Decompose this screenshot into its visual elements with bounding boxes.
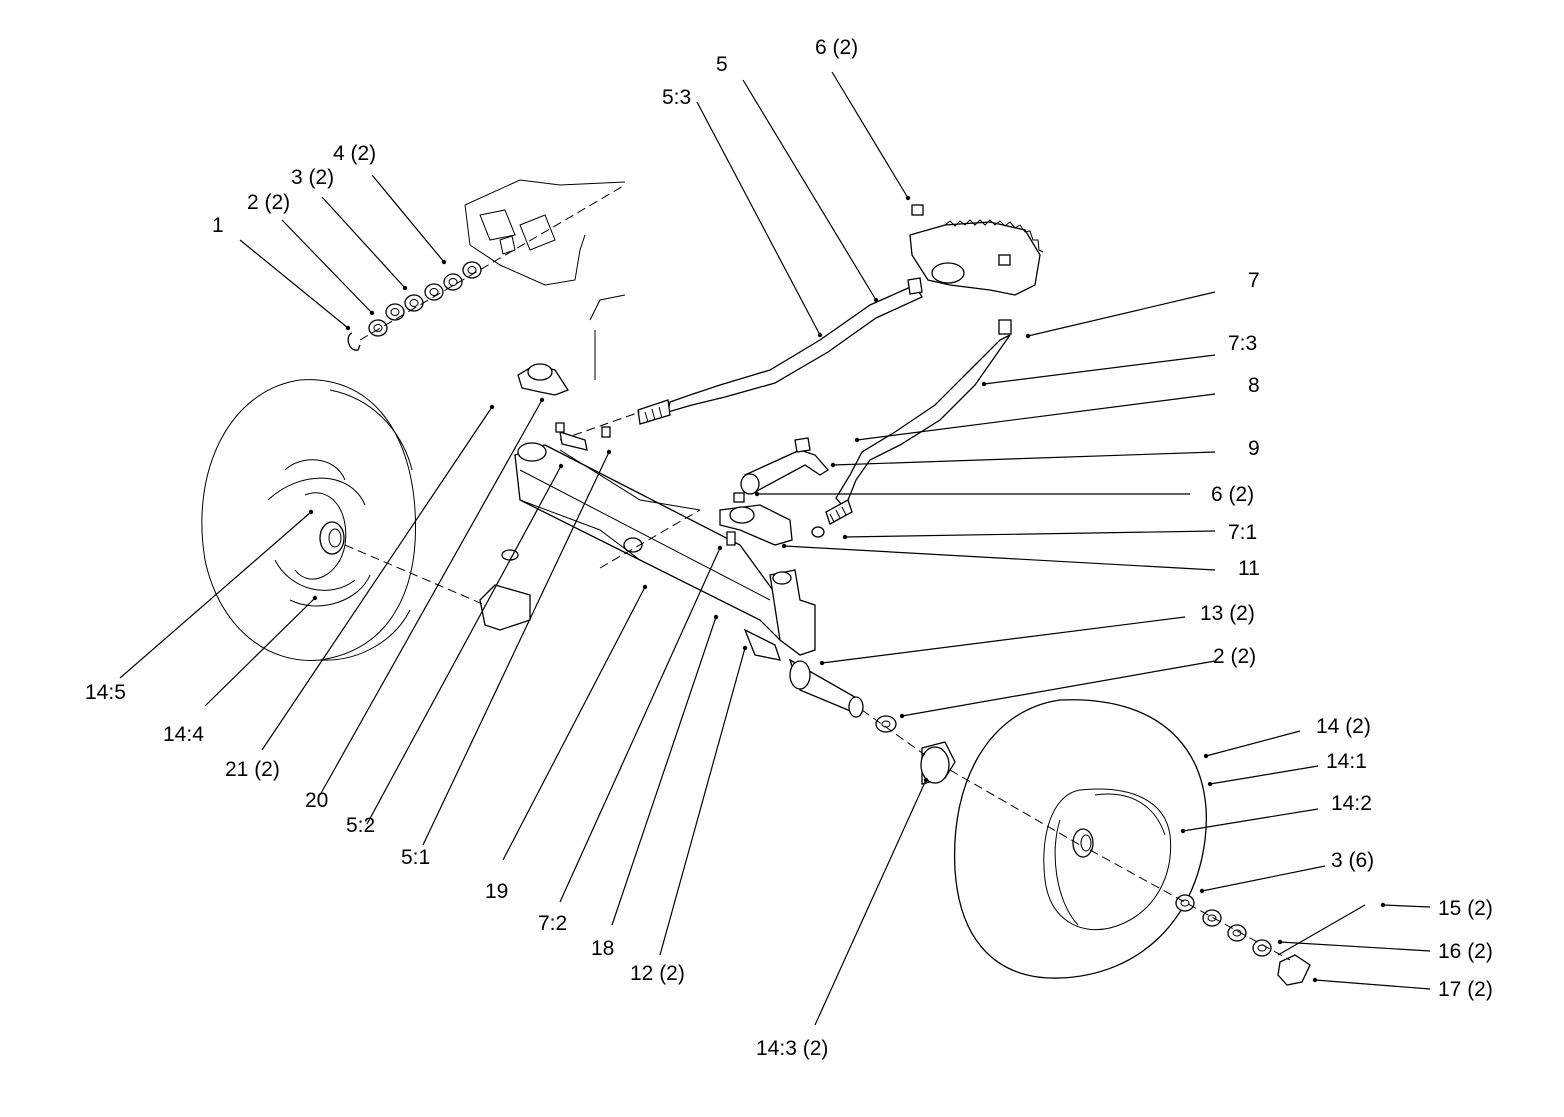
callout-6-top: 6 (2) — [815, 36, 858, 59]
callout-20: 20 — [305, 789, 328, 812]
right-hub-parts — [875, 715, 1311, 986]
callout-7: 7 — [1248, 269, 1260, 292]
centerlines — [344, 184, 1291, 961]
callout-14-5: 14:5 — [85, 681, 126, 704]
leader-lines — [119, 71, 1431, 1026]
callout-labels: 1 2 (2) 3 (2) 4 (2) 5:3 5 6 (2) 7 7:3 8 … — [85, 36, 1493, 1060]
callout-3-6: 3 (6) — [1331, 849, 1374, 872]
callout-5-1: 5:1 — [401, 846, 430, 869]
callout-16: 16 (2) — [1438, 940, 1493, 963]
callout-14-3: 14:3 (2) — [756, 1037, 828, 1060]
callout-14-1: 14:1 — [1326, 750, 1367, 773]
left-washer-stack — [347, 261, 482, 351]
callout-5: 5 — [716, 53, 728, 76]
callout-4: 4 (2) — [333, 142, 376, 165]
callout-3: 3 (2) — [291, 166, 334, 189]
left-wheel — [201, 379, 417, 661]
right-wheel — [953, 699, 1207, 979]
callout-2: 2 (2) — [247, 191, 290, 214]
callout-13: 13 (2) — [1200, 602, 1255, 625]
callout-14-4: 14:4 — [163, 723, 204, 746]
leader-dots — [308, 195, 1386, 983]
callout-14: 14 (2) — [1316, 715, 1371, 738]
callout-7-1: 7:1 — [1228, 521, 1257, 544]
callout-17: 17 (2) — [1438, 978, 1493, 1001]
callout-21: 21 (2) — [225, 758, 280, 781]
tie-rod — [559, 277, 923, 441]
callout-18: 18 — [591, 937, 614, 960]
callout-8: 8 — [1248, 374, 1260, 397]
callout-15: 15 (2) — [1438, 897, 1493, 920]
callout-5-2: 5:2 — [346, 814, 375, 837]
callout-9: 9 — [1248, 437, 1260, 460]
callout-11: 11 — [1238, 557, 1260, 580]
callout-2-right: 2 (2) — [1213, 645, 1256, 668]
drag-link — [811, 319, 1012, 538]
callout-7-2: 7:2 — [538, 912, 567, 935]
callout-14-2: 14:2 — [1331, 792, 1372, 815]
callout-6-mid: 6 (2) — [1211, 483, 1254, 506]
callout-7-3: 7:3 — [1228, 332, 1257, 355]
steering-arms — [517, 363, 829, 546]
steering-sector-gear — [909, 204, 1044, 296]
callout-19: 19 — [485, 880, 508, 903]
mower-body-outline — [464, 179, 626, 380]
callout-12: 12 (2) — [630, 962, 685, 985]
callout-5-3: 5:3 — [662, 86, 691, 109]
callout-1: 1 — [212, 214, 224, 237]
front-axle — [479, 442, 864, 718]
